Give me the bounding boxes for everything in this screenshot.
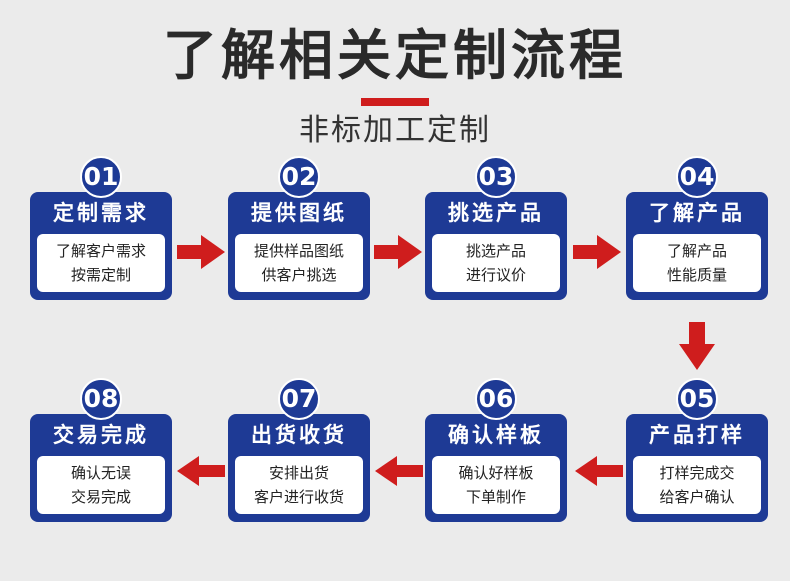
- step-description: 安排出货 客户进行收货: [235, 456, 363, 514]
- arrow-right-icon: [573, 235, 621, 269]
- step-description-line: 打样完成交: [659, 464, 735, 482]
- step-description: 打样完成交 给客户确认: [633, 456, 761, 514]
- step-description-line: 给客户确认: [659, 488, 735, 506]
- step-description-line: 下单制作: [465, 488, 526, 506]
- arrow-right-icon: [374, 235, 422, 269]
- step-title: 产品打样: [649, 423, 745, 447]
- step-title: 确认样板: [448, 423, 544, 447]
- step-card: 挑选产品 挑选产品 进行议价: [425, 192, 567, 300]
- step-title: 了解产品: [649, 201, 745, 225]
- step-description-line: 确认好样板: [458, 464, 534, 482]
- step-description-line: 提供样品图纸: [253, 242, 344, 260]
- step-description-line: 了解客户需求: [55, 242, 146, 260]
- step-title: 提供图纸: [251, 201, 347, 225]
- step-card: 出货收货 安排出货 客户进行收货: [228, 414, 370, 522]
- arrow-left-icon: [375, 456, 423, 486]
- step-title: 挑选产品: [448, 201, 544, 225]
- step-number-badge: 04: [676, 156, 718, 198]
- step-number-badge: 02: [278, 156, 320, 198]
- step-card: 产品打样 打样完成交 给客户确认: [626, 414, 768, 522]
- arrow-right-icon: [177, 235, 225, 269]
- step-number-badge: 01: [80, 156, 122, 198]
- title-underline: [361, 98, 429, 106]
- step-description-line: 进行议价: [465, 266, 526, 284]
- arrow-left-icon: [575, 456, 623, 486]
- step-number-badge: 06: [475, 378, 517, 420]
- step-card: 交易完成 确认无误 交易完成: [30, 414, 172, 522]
- step-card: 确认样板 确认好样板 下单制作: [425, 414, 567, 522]
- step-description-line: 安排出货: [268, 464, 329, 482]
- page-subtitle: 非标加工定制: [299, 113, 491, 148]
- step-description: 确认好样板 下单制作: [432, 456, 560, 514]
- step-description: 挑选产品 进行议价: [432, 234, 560, 292]
- step-description-line: 客户进行收货: [253, 488, 344, 506]
- arrow-down-icon: [679, 322, 715, 370]
- step-card: 了解产品 了解产品 性能质量: [626, 192, 768, 300]
- step-description-line: 挑选产品: [465, 242, 526, 260]
- page-title: 了解相关定制流程: [163, 24, 627, 87]
- step-number-badge: 08: [80, 378, 122, 420]
- step-card: 提供图纸 提供样品图纸 供客户挑选: [228, 192, 370, 300]
- step-description: 了解客户需求 按需定制: [37, 234, 165, 292]
- step-description-line: 交易完成: [70, 488, 131, 506]
- step-card: 定制需求 了解客户需求 按需定制: [30, 192, 172, 300]
- step-title: 交易完成: [53, 423, 149, 447]
- step-description-line: 确认无误: [70, 464, 131, 482]
- step-description-line: 供客户挑选: [261, 266, 337, 284]
- step-description: 提供样品图纸 供客户挑选: [235, 234, 363, 292]
- step-description-line: 性能质量: [666, 266, 727, 284]
- step-description: 确认无误 交易完成: [37, 456, 165, 514]
- step-number-badge: 07: [278, 378, 320, 420]
- step-title: 出货收货: [251, 423, 347, 447]
- arrow-left-icon: [177, 456, 225, 486]
- step-description-line: 了解产品: [666, 242, 727, 260]
- step-number-badge: 05: [676, 378, 718, 420]
- step-description-line: 按需定制: [70, 266, 131, 284]
- step-title: 定制需求: [53, 201, 149, 225]
- step-number-badge: 03: [475, 156, 517, 198]
- step-description: 了解产品 性能质量: [633, 234, 761, 292]
